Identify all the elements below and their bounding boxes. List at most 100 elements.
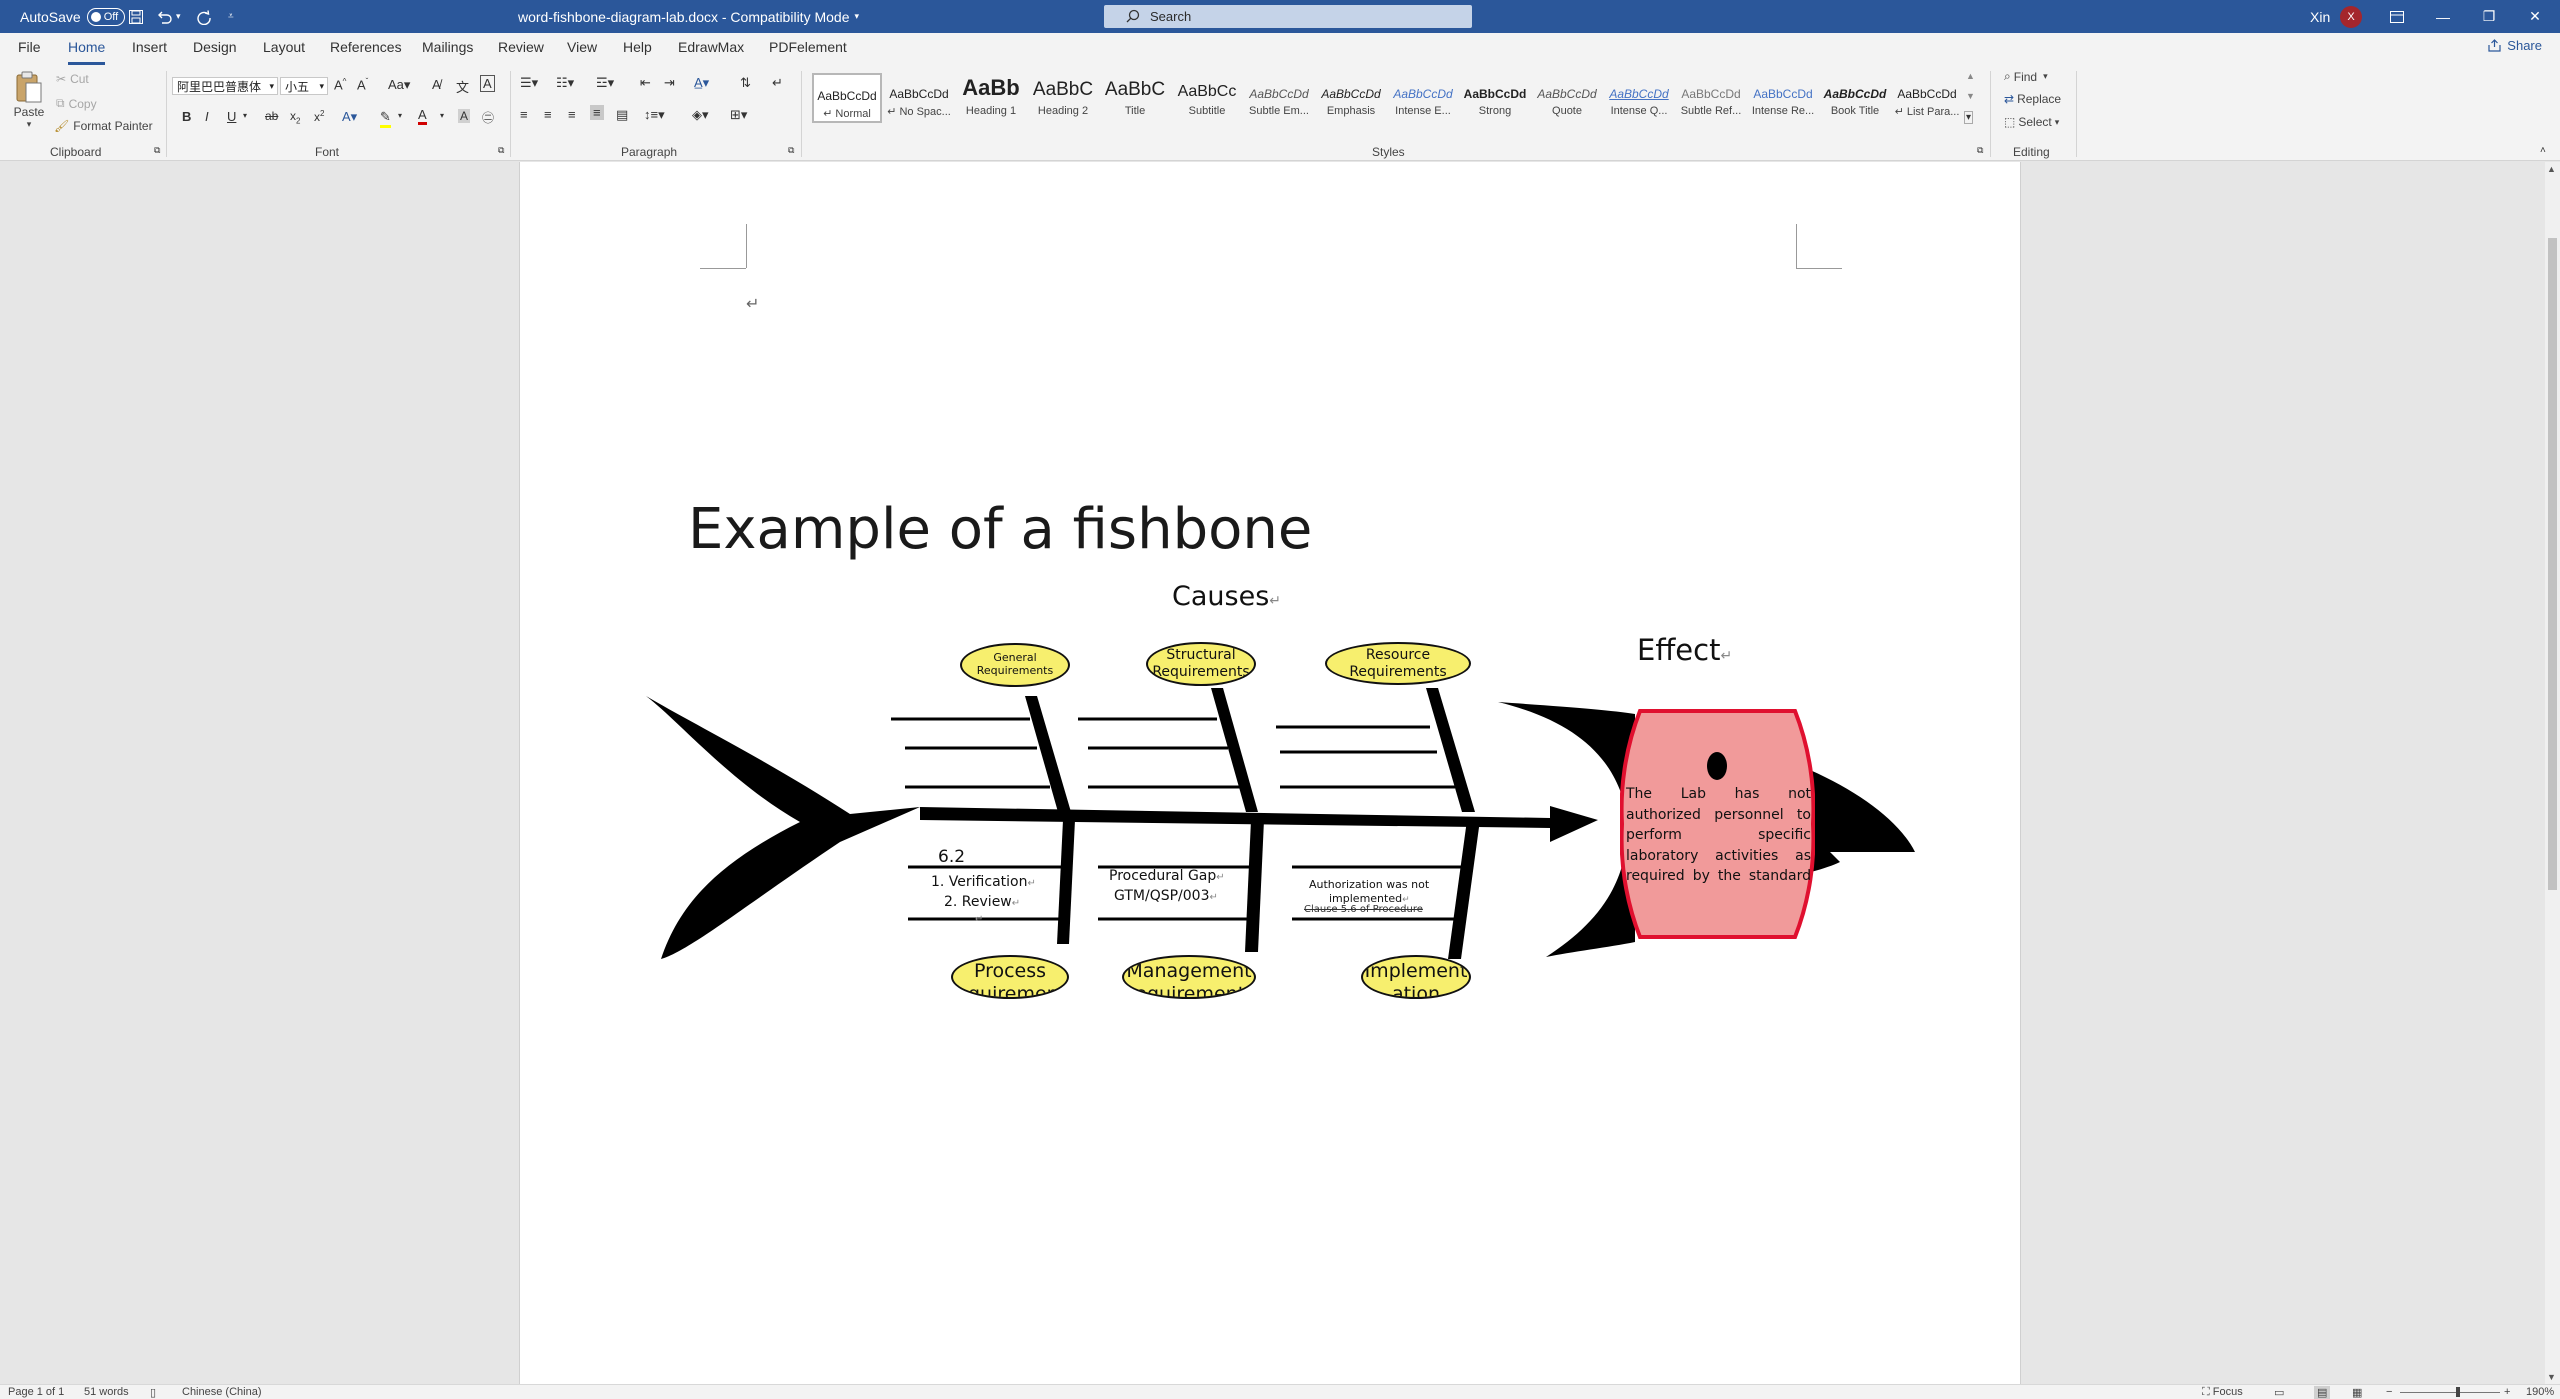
document-page[interactable]: ↵ Example of a fishbone (519, 162, 2021, 1384)
show-hide-marks-icon[interactable]: ↵ (772, 75, 783, 90)
style-subtle-reference[interactable]: AaBbCcDd Subtle Ref... (1676, 73, 1746, 123)
minimize-icon[interactable]: — (2436, 8, 2450, 25)
read-mode-icon[interactable]: ▭ (2274, 1387, 2285, 1399)
search-input[interactable]: Search (1104, 5, 1472, 28)
scroll-down-icon[interactable]: ▼ (2547, 1372, 2556, 1382)
style-heading-2[interactable]: AaBbC Heading 2 (1028, 73, 1098, 123)
font-size-select[interactable]: 小五▾ (280, 77, 328, 95)
style-no-spacing[interactable]: AaBbCcDd ↵ No Spac... (884, 73, 954, 123)
cut-button[interactable]: ✂Cut (56, 72, 89, 86)
clipboard-dialog-launcher-icon[interactable]: ⧉ (154, 145, 161, 155)
character-shading-icon[interactable]: A (458, 109, 471, 123)
style-intense-reference[interactable]: AaBbCcDd Intense Re... (1748, 73, 1818, 123)
style-normal[interactable]: AaBbCcDd ↵ Normal (812, 73, 882, 123)
cause-oval-structural-requirements[interactable]: Structural Requirements (1146, 642, 1256, 686)
web-layout-icon[interactable]: ▦ (2352, 1387, 2363, 1399)
subscript-icon[interactable]: x2 (290, 109, 301, 126)
style-strong[interactable]: AaBbCcDd Strong (1460, 73, 1530, 123)
tab-references[interactable]: References (330, 39, 402, 55)
style-list-paragraph[interactable]: AaBbCcDd ↵ List Para... (1892, 73, 1962, 123)
style-intense-emphasis[interactable]: AaBbCcDd Intense E... (1388, 73, 1458, 123)
cause-oval-management-requirements[interactable]: Management Requirements (1122, 955, 1256, 999)
effect-description[interactable]: The Lab has not authorized personnel to … (1626, 786, 1811, 884)
document-title-heading[interactable]: Example of a fishbone (688, 497, 1313, 562)
highlight-color-icon[interactable]: ✎ (380, 109, 391, 128)
increase-indent-icon[interactable]: ⇥ (664, 75, 675, 90)
styles-scroll-down-icon[interactable]: ▼ (1966, 91, 1975, 101)
focus-button[interactable]: ⛶ Focus (2202, 1386, 2243, 1399)
shading-icon[interactable]: ◈▾ (692, 107, 709, 122)
format-painter-button[interactable]: 🖌Format Painter (54, 119, 153, 133)
restore-icon[interactable]: ❐ (2482, 8, 2496, 24)
share-button[interactable]: Share (2488, 38, 2542, 53)
tab-review[interactable]: Review (498, 39, 544, 55)
justify-icon[interactable]: ≡ (590, 105, 604, 120)
tab-view[interactable]: View (567, 39, 598, 55)
tab-layout[interactable]: Layout (263, 39, 306, 55)
zoom-out-icon[interactable]: − (2386, 1386, 2393, 1398)
word-count[interactable]: 51 words (84, 1386, 129, 1398)
avatar[interactable]: X (2340, 6, 2362, 28)
cause-oval-process-requirements[interactable]: Process Requirements (951, 955, 1069, 999)
ribbon-display-options-icon[interactable] (2374, 0, 2420, 33)
bone-note-verification[interactable]: 1. Verification↵ (931, 874, 1036, 890)
document-area[interactable]: ↵ Example of a fishbone (0, 162, 2545, 1384)
highlight-dropdown-icon[interactable]: ▾ (398, 111, 403, 120)
underline-icon[interactable]: U (227, 109, 237, 124)
borders-icon[interactable]: ⊞▾ (730, 107, 748, 122)
zoom-slider-thumb[interactable] (2456, 1387, 2460, 1397)
superscript-icon[interactable]: x2 (314, 109, 325, 124)
shrink-font-icon[interactable]: Aˇ (357, 77, 369, 93)
style-emphasis[interactable]: AaBbCcDd Emphasis (1316, 73, 1386, 123)
bone-note-clause[interactable]: Clause 5.6 of Procedure (1304, 904, 1423, 915)
multilevel-list-icon[interactable]: ☲▾ (596, 75, 615, 90)
enclose-characters-icon[interactable]: ㊁ (482, 111, 495, 125)
tab-home[interactable]: Home (68, 39, 106, 65)
language[interactable]: Chinese (China) (182, 1386, 262, 1398)
tab-help[interactable]: Help (623, 39, 652, 55)
select-button[interactable]: ⬚Select▾ (2004, 115, 2060, 129)
styles-scroll-up-icon[interactable]: ▲ (1966, 71, 1975, 81)
bone-note-procedural-gap[interactable]: Procedural Gap↵ (1109, 868, 1225, 884)
character-border-icon[interactable]: A (480, 75, 495, 92)
print-layout-icon[interactable]: ▤ (2314, 1386, 2331, 1399)
tab-pdfelement[interactable]: PDFelement (769, 39, 847, 55)
scroll-up-icon[interactable]: ▲ (2547, 164, 2556, 174)
align-center-icon[interactable]: ≡ (544, 107, 552, 122)
cause-oval-general-requirements[interactable]: General Requirements (960, 643, 1070, 687)
align-left-icon[interactable]: ≡ (520, 107, 528, 122)
style-book-title[interactable]: AaBbCcDd Book Title (1820, 73, 1890, 123)
tab-insert[interactable]: Insert (132, 39, 168, 55)
style-intense-quote[interactable]: AaBbCcDd Intense Q... (1604, 73, 1674, 123)
user-name[interactable]: Xin (2310, 8, 2331, 25)
numbering-icon[interactable]: ☷▾ (556, 75, 575, 90)
phonetic-guide-icon[interactable]: 文 (456, 80, 470, 95)
style-quote[interactable]: AaBbCcDd Quote (1532, 73, 1602, 123)
zoom-level[interactable]: 190% (2526, 1386, 2555, 1398)
text-effects-icon[interactable]: A▾ (342, 109, 358, 124)
collapse-ribbon-icon[interactable]: ˄ (2540, 145, 2546, 156)
font-color-dropdown-icon[interactable]: ▾ (440, 111, 445, 120)
distributed-icon[interactable]: ▤ (616, 107, 629, 122)
section-number[interactable]: 6.2 (938, 847, 966, 867)
styles-gallery-more-icon[interactable]: ▾ (1964, 111, 1974, 124)
page-count[interactable]: Page 1 of 1 (8, 1386, 65, 1398)
effect-label[interactable]: Effect↵ (1637, 633, 1733, 667)
bullets-icon[interactable]: ☰▾ (520, 75, 539, 90)
tab-file[interactable]: File (18, 39, 41, 55)
causes-label[interactable]: Causes↵ (1172, 581, 1281, 612)
autosave-toggle[interactable]: Off (86, 7, 125, 26)
bone-note-implemented[interactable]: implemented↵ (1329, 892, 1410, 905)
bone-note-review[interactable]: 2. Review↵ (944, 894, 1021, 910)
bold-icon[interactable]: B (182, 109, 192, 124)
asian-layout-icon[interactable]: A̲▾ (694, 75, 710, 90)
tab-design[interactable]: Design (193, 39, 237, 55)
font-dialog-launcher-icon[interactable]: ⧉ (498, 145, 505, 155)
decrease-indent-icon[interactable]: ⇤ (640, 75, 651, 90)
style-title[interactable]: AaBbC Title (1100, 73, 1170, 123)
font-color-icon[interactable]: A (418, 107, 427, 125)
underline-dropdown-icon[interactable]: ▾ (243, 111, 248, 120)
italic-icon[interactable]: I (205, 109, 209, 124)
autosave-control[interactable]: AutoSave Off (20, 0, 125, 33)
replace-button[interactable]: ⇄Replace (2004, 92, 2061, 106)
